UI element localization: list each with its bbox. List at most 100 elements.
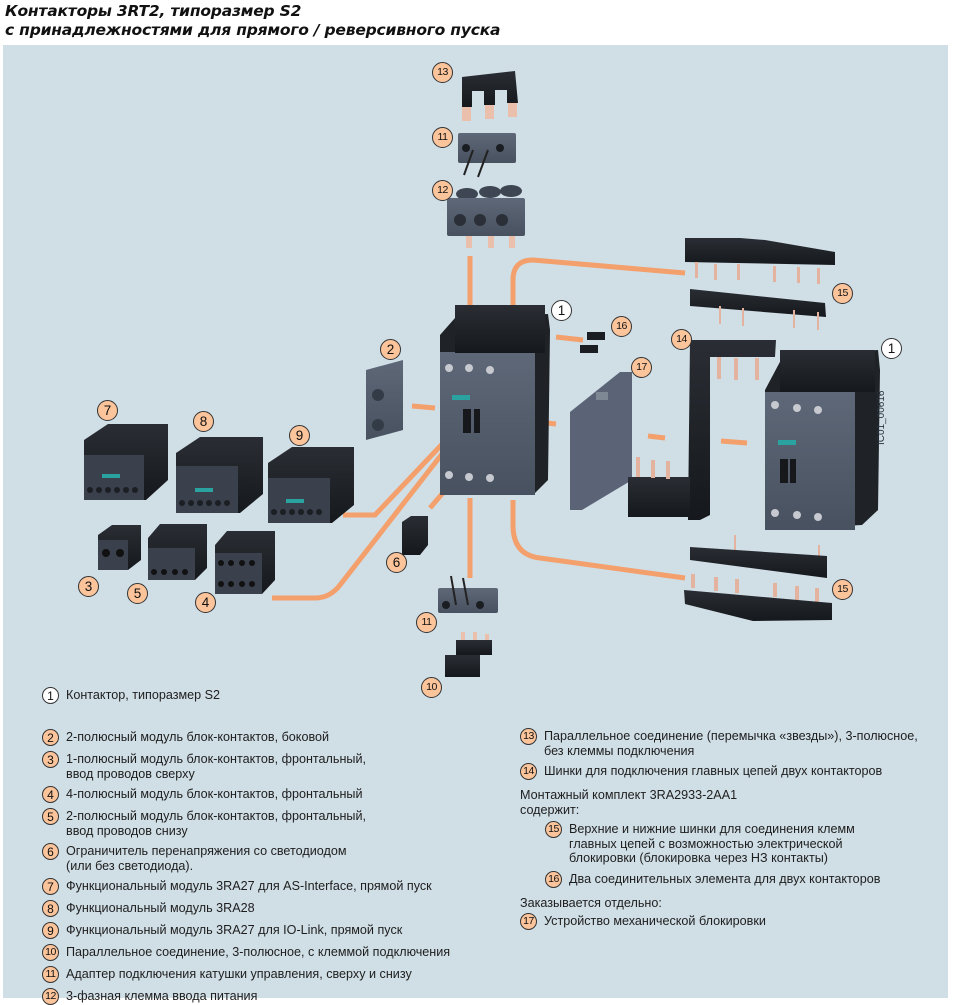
legend-text: Устройство механической блокировки xyxy=(544,914,766,928)
exploded-diagram xyxy=(84,71,880,677)
callout-10: 10 xyxy=(421,677,442,698)
legend-item-15: 15 Верхние и нижние шинки для соединения… xyxy=(545,821,950,866)
callout-1-main: 1 xyxy=(551,300,572,321)
legend-text: 2-полюсный модуль блок-контактов, боково… xyxy=(66,730,330,744)
star-bridge-13 xyxy=(462,71,518,121)
callout-9: 9 xyxy=(289,425,310,446)
legend-left: 1 Контактор, типоразмер S2 2 2-полюсный … xyxy=(42,687,502,1005)
legend-text: Ограничитель перенапряжения со светодиод… xyxy=(66,844,347,873)
kit-items: 15 Верхние и нижние шинки для соединения… xyxy=(520,821,950,888)
busbars-15-top xyxy=(685,238,835,330)
siemens-label-icon xyxy=(778,440,796,445)
legend-text: 4-полюсный модуль блок-контактов, фронта… xyxy=(66,787,363,801)
callout-5: 5 xyxy=(127,583,148,604)
coil-adapter-11-bottom xyxy=(438,575,498,613)
legend-badge: 7 xyxy=(42,878,59,895)
callout-14: 14 xyxy=(671,329,692,350)
legend-text: Адаптер подключения катушки управления, … xyxy=(66,967,412,981)
siemens-label-icon xyxy=(452,395,470,400)
legend-item-16: 16 Два соединительных элемента для двух … xyxy=(545,870,950,888)
legend-item-14: 14 Шинки для подключения главных цепей д… xyxy=(520,763,950,780)
kit-heading: Монтажный комплект 3RA2933-2AA1 содержит… xyxy=(520,788,738,817)
guide-modules-3-5-4-to-contactor xyxy=(272,434,458,601)
legend-badge: 5 xyxy=(42,808,59,825)
legend-item-10: 10 Параллельное соединение, 3-полюсное, … xyxy=(42,944,502,961)
separate-heading: Заказывается отдельно: xyxy=(520,895,662,910)
legend-item-11: 11 Адаптер подключения катушки управлени… xyxy=(42,966,502,983)
guide-14-to-contactor2 xyxy=(720,438,748,446)
legend-text: Параллельное соединение (перемычка «звез… xyxy=(544,729,918,758)
callout-16: 16 xyxy=(611,316,632,337)
callout-1-secondary: 1 xyxy=(881,338,902,359)
legend-badge: 17 xyxy=(520,913,537,930)
legend-text: Верхние и нижние шинки для соединения кл… xyxy=(569,822,855,865)
legend-text: Контактор, типоразмер S2 xyxy=(66,688,221,702)
guide-contactor-to-bus-15-bottom xyxy=(510,500,686,581)
surge-suppressor-6 xyxy=(402,516,428,555)
legend-item-6: 6 Ограничитель перенапряжения со светоди… xyxy=(42,843,502,873)
callout-17: 17 xyxy=(631,357,652,378)
function-module-8 xyxy=(176,437,263,513)
contactor-main xyxy=(440,305,550,495)
callout-15-top: 15 xyxy=(832,283,853,304)
guide-module-9-to-contactor xyxy=(343,418,467,518)
aux-module-3 xyxy=(98,525,141,570)
guide-17-to-14-a xyxy=(647,433,666,441)
callout-11-bottom: 11 xyxy=(416,612,437,633)
title-line-2: с принадлежностями для прямого / реверси… xyxy=(5,21,501,39)
legend-badge: 13 xyxy=(520,728,537,745)
legend-badge: 16 xyxy=(545,870,562,888)
mechanical-interlock-17 xyxy=(570,372,632,510)
legend-right: 13 Параллельное соединение (перемычка «з… xyxy=(520,728,950,930)
legend-item-3: 3 1-полюсный модуль блок-контактов, фрон… xyxy=(42,751,502,781)
legend-item-9: 9 Функциональный модуль 3RA27 для IO-Lin… xyxy=(42,922,502,939)
aux-module-5 xyxy=(148,524,207,580)
callout-13: 13 xyxy=(432,62,453,83)
busbars-15-bottom xyxy=(684,535,832,621)
legend-item-17: 17 Устройство механической блокировки xyxy=(520,913,950,930)
legend-item-1: 1 Контактор, типоразмер S2 xyxy=(42,687,502,704)
function-module-9 xyxy=(268,447,354,523)
legend-text: 1-полюсный модуль блок-контактов, фронта… xyxy=(66,752,366,781)
callout-4: 4 xyxy=(195,592,216,613)
legend-badge: 15 xyxy=(545,821,562,838)
title-line-1: Контакторы 3RT2, типоразмер S2 xyxy=(5,2,302,20)
callout-8: 8 xyxy=(193,411,214,432)
power-terminal-12 xyxy=(447,185,525,248)
page-title: Контакторы 3RT2, типоразмер S2 с принадл… xyxy=(5,2,500,40)
legend-item-13: 13 Параллельное соединение (перемычка «з… xyxy=(520,728,950,758)
legend-text: 3-фазная клемма ввода питания xyxy=(66,989,258,1003)
aux-module-2 xyxy=(366,360,403,440)
legend-badge: 11 xyxy=(42,966,59,983)
connecting-elements-16 xyxy=(580,332,605,353)
callout-3: 3 xyxy=(78,576,99,597)
busbars-14 xyxy=(628,340,776,520)
legend-item-8: 8 Функциональный модуль 3RA28 xyxy=(42,900,502,917)
legend-badge: 12 xyxy=(42,988,59,1005)
callout-2: 2 xyxy=(380,339,401,360)
legend-badge: 6 xyxy=(42,843,59,860)
callout-12: 12 xyxy=(432,180,453,201)
legend-badge: 1 xyxy=(42,687,59,704)
legend-text: Функциональный модуль 3RA27 для AS-Inter… xyxy=(66,879,432,893)
coil-adapter-11-top xyxy=(458,133,516,178)
drawing-code: IC01_00616 xyxy=(876,390,887,446)
legend-item-4: 4 4-полюсный модуль блок-контактов, фрон… xyxy=(42,786,502,803)
contactor-secondary xyxy=(765,350,880,530)
callout-11-top: 11 xyxy=(432,127,453,148)
callout-7: 7 xyxy=(97,400,118,421)
legend-text: Два соединительных элемента для двух кон… xyxy=(569,871,881,886)
legend-badge: 3 xyxy=(42,751,59,768)
legend-text: Параллельное соединение, 3-полюсное, с к… xyxy=(66,945,451,959)
legend-badge: 10 xyxy=(42,944,59,961)
legend-text: Шинки для подключения главных цепей двух… xyxy=(544,764,883,778)
legend-item-7: 7 Функциональный модуль 3RA27 для AS-Int… xyxy=(42,878,502,895)
legend-item-5: 5 2-полюсный модуль блок-контактов, фрон… xyxy=(42,808,502,838)
aux-module-4 xyxy=(215,531,275,594)
connector-guides xyxy=(272,256,748,601)
function-module-7 xyxy=(84,424,168,500)
guide-contactor-to-16 xyxy=(555,334,584,343)
legend-badge: 14 xyxy=(520,763,537,780)
legend-text: Функциональный модуль 3RA28 xyxy=(66,901,255,915)
parallel-link-10 xyxy=(445,632,492,677)
